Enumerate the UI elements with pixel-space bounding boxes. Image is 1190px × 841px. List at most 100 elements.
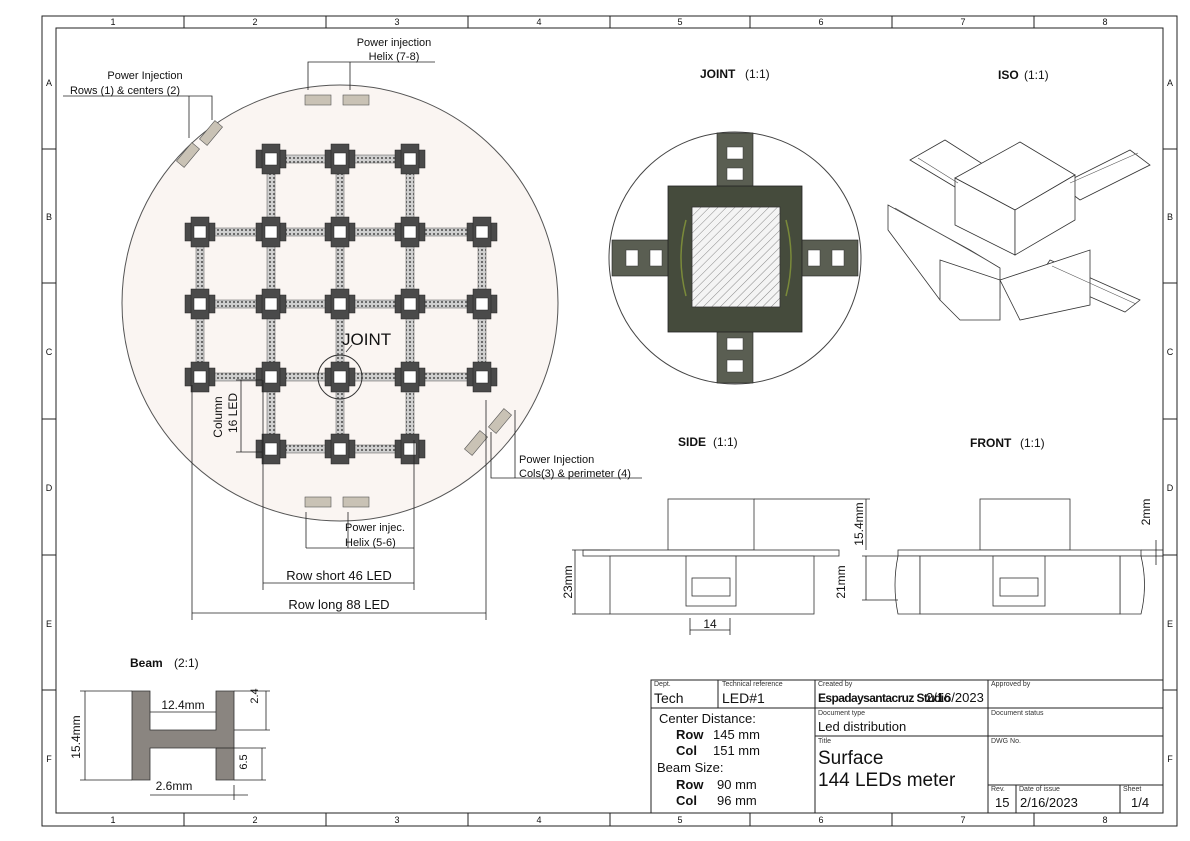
row-label-b-r: B	[1167, 212, 1173, 222]
power-inj-helix-top-line2: Helix (7-8)	[369, 51, 420, 63]
issue-label: Date of issue	[1019, 786, 1060, 793]
col-label-6: 6	[818, 17, 823, 27]
joint-view-scale: (1:1)	[745, 67, 770, 81]
power-inj-rows-line2: Rows (1) & centers (2)	[70, 85, 180, 97]
title-label: Title	[818, 738, 831, 745]
led-joint	[255, 143, 287, 175]
side-height-box: 15.4mm	[852, 502, 866, 545]
led-joint	[255, 433, 287, 465]
dept-value: Tech	[654, 690, 684, 706]
center-distance-heading: Center Distance:	[659, 711, 756, 726]
rev-value: 15	[995, 795, 1010, 810]
led-joint	[466, 216, 498, 248]
dimension-lines	[191, 379, 487, 620]
beam-size-heading: Beam Size:	[657, 760, 724, 775]
col-label-7b: 7	[960, 815, 965, 825]
col-label-3: 3	[394, 17, 399, 27]
side-height-total: 23mm	[561, 565, 575, 598]
beam-width: 12.4mm	[161, 698, 204, 712]
created-date: 2/16/2023	[926, 690, 984, 705]
row-label-d-r: D	[1167, 483, 1174, 493]
col-label-4b: 4	[536, 815, 541, 825]
row-label-b: B	[46, 212, 52, 222]
led-joint	[324, 361, 356, 393]
title-block	[650, 679, 1164, 814]
led-joint	[394, 361, 426, 393]
side-width: 14	[703, 617, 717, 631]
joint-view: JOINT (1:1)	[608, 67, 862, 385]
front-view-scale: (1:1)	[1020, 436, 1045, 450]
zone-ticks	[42, 16, 1177, 826]
column-label-line2: 16 LED	[226, 393, 240, 433]
joint-label: JOINT	[342, 330, 391, 349]
led-grid-joints	[184, 143, 498, 465]
row-label-a-r: A	[1167, 78, 1173, 88]
led-joint	[324, 216, 356, 248]
doctype-label: Document type	[818, 710, 866, 717]
power-inj-helix-bottom-line1: Power injec.	[345, 522, 405, 534]
front-view: FRONT (1:1) 21mm 2mm	[834, 436, 1163, 615]
beam-row-value: 90 mm	[717, 777, 757, 792]
center-row-label: Row	[676, 727, 704, 742]
joint-view-title: JOINT	[700, 67, 736, 81]
led-joint	[184, 361, 216, 393]
led-joint	[255, 361, 287, 393]
iso-view: ISO (1:1)	[887, 68, 1151, 321]
power-inj-rows-line1: Power Injection	[107, 70, 182, 82]
beam-col-label: Col	[676, 793, 697, 808]
row-label-f-r: F	[1167, 754, 1173, 764]
created-by: Espadaysantacruz Studio	[818, 691, 951, 705]
dwg-label: DWG No.	[991, 738, 1021, 745]
led-joint	[324, 288, 356, 320]
beam-col-value: 96 mm	[717, 793, 757, 808]
side-view-title: SIDE	[678, 435, 706, 449]
power-inj-helix-top-line1: Power injection	[357, 37, 432, 49]
center-col-label: Col	[676, 743, 697, 758]
led-joint	[394, 433, 426, 465]
led-joint	[394, 288, 426, 320]
techref-value: LED#1	[722, 690, 765, 706]
led-joint	[255, 216, 287, 248]
leader-lines	[63, 61, 642, 549]
col-label-2: 2	[252, 17, 257, 27]
surface-view: Power Injection Rows (1) & centers (2) P…	[63, 37, 642, 620]
row-label-d: D	[46, 483, 53, 493]
issue-date: 2/16/2023	[1020, 795, 1078, 810]
sheet-label: Sheet	[1123, 786, 1142, 793]
rev-label: Rev.	[991, 786, 1005, 793]
led-joint	[466, 288, 498, 320]
row-label-c: C	[46, 347, 53, 357]
beam-row-label: Row	[676, 777, 704, 792]
front-thickness: 2mm	[1139, 499, 1153, 526]
iso-view-scale: (1:1)	[1024, 68, 1049, 82]
col-label-5: 5	[677, 17, 682, 27]
beam-web: 2.6mm	[156, 779, 193, 793]
col-label-1: 1	[110, 17, 115, 27]
led-joint	[324, 433, 356, 465]
col-label-2b: 2	[252, 815, 257, 825]
docstatus-label: Document status	[991, 710, 1044, 717]
led-joint	[394, 216, 426, 248]
col-label-8b: 8	[1102, 815, 1107, 825]
led-joint	[255, 288, 287, 320]
row-label-e: E	[46, 619, 52, 629]
techref-label: Technical reference	[722, 681, 783, 688]
power-inj-cols-line1: Power Injection	[519, 454, 594, 466]
approved-label: Approved by	[991, 681, 1031, 688]
col-label-5b: 5	[677, 815, 682, 825]
beam-height: 15.4mm	[69, 715, 83, 758]
beam-flange: 2.4	[249, 688, 261, 703]
created-label: Created by	[818, 681, 853, 688]
center-col-value: 151 mm	[713, 743, 760, 758]
row-label-e-r: E	[1167, 619, 1173, 629]
doctype-value: Led distribution	[818, 719, 907, 734]
dept-label: Dept.	[654, 681, 671, 688]
col-label-1b: 1	[110, 815, 115, 825]
row-long-label: Row long 88 LED	[288, 597, 389, 612]
power-inj-helix-bottom-line2: Helix (5-6)	[345, 537, 396, 549]
col-label-4: 4	[536, 17, 541, 27]
row-short-label: Row short 46 LED	[286, 568, 392, 583]
iso-view-title: ISO	[998, 68, 1019, 82]
column-label-line1: Column	[211, 396, 225, 437]
